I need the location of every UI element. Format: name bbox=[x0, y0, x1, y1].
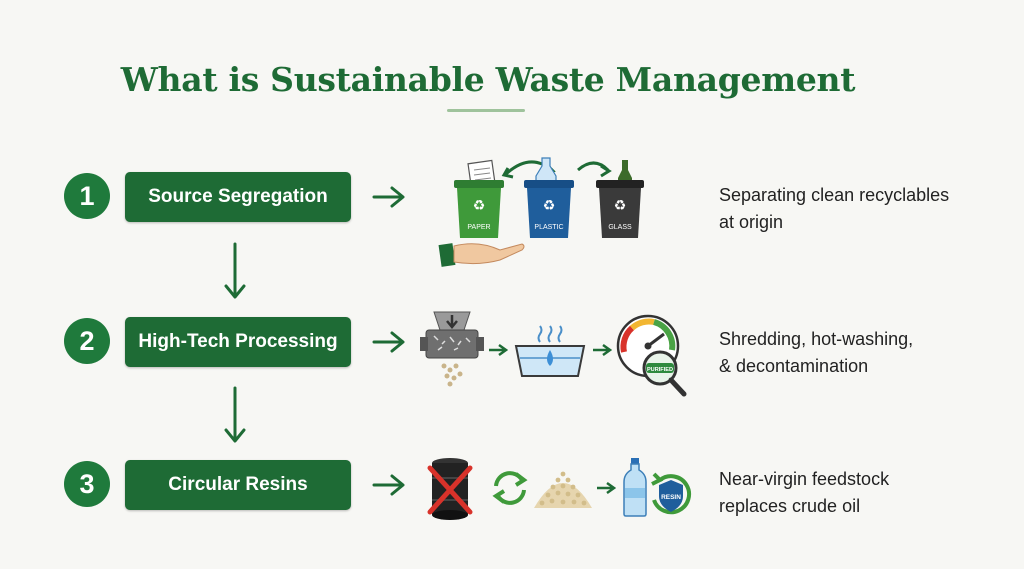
title-underline bbox=[447, 109, 525, 112]
step-1-description: Separating clean recyclables at origin bbox=[719, 185, 950, 232]
recycling-bins-icon: ♻ PAPER ♻ PLASTIC ♻ GLASS bbox=[438, 157, 644, 267]
purified-badge: PURIFIED bbox=[647, 367, 673, 373]
down-arrow-1-icon bbox=[224, 242, 246, 299]
step-2-arrow-right-icon bbox=[372, 331, 405, 353]
gauge-magnifier-icon: PURIFIED bbox=[616, 314, 687, 397]
small-arrow-icon-2 bbox=[593, 343, 612, 357]
oil-barrel-crossed-icon bbox=[427, 458, 473, 520]
bin-label-glass: GLASS bbox=[608, 224, 632, 231]
small-arrow-icon-3 bbox=[597, 481, 616, 495]
hand-icon bbox=[438, 243, 525, 267]
svg-text:♻: ♻ bbox=[614, 197, 627, 213]
step-3-label: Circular Resins bbox=[125, 460, 351, 510]
resin-badge: RESIN bbox=[661, 494, 681, 501]
step-1-number: 1 bbox=[64, 173, 110, 219]
bin-label-paper: PAPER bbox=[467, 224, 490, 231]
svg-text:♻: ♻ bbox=[473, 197, 486, 213]
down-arrow-2-icon bbox=[224, 386, 246, 443]
resin-shield-icon: RESIN bbox=[651, 472, 691, 515]
step-3-arrow-right-icon bbox=[372, 474, 405, 496]
shredder-icon bbox=[420, 311, 484, 387]
bin-label-plastic: PLASTIC bbox=[534, 224, 563, 231]
step-2-label: High-Tech Processing bbox=[125, 317, 351, 367]
small-arrow-icon bbox=[489, 343, 508, 357]
step-1-arrow-right-icon bbox=[372, 186, 405, 208]
bottle-icon bbox=[623, 458, 647, 517]
recycle-arrows-icon bbox=[492, 471, 528, 505]
svg-text:♻: ♻ bbox=[543, 197, 556, 213]
step-3-description: Near-virgin feedstock replaces crude oil bbox=[719, 469, 890, 516]
step-3-number: 3 bbox=[64, 461, 110, 507]
page-title: What is Sustainable Waste Management bbox=[120, 60, 856, 99]
step-2-number: 2 bbox=[64, 318, 110, 364]
step-2-description: Shredding, hot-washing, & decontaminatio… bbox=[719, 329, 914, 376]
wash-basin-icon bbox=[514, 325, 586, 377]
step-1-label: Source Segregation bbox=[125, 172, 351, 222]
pellets-icon bbox=[534, 471, 592, 508]
